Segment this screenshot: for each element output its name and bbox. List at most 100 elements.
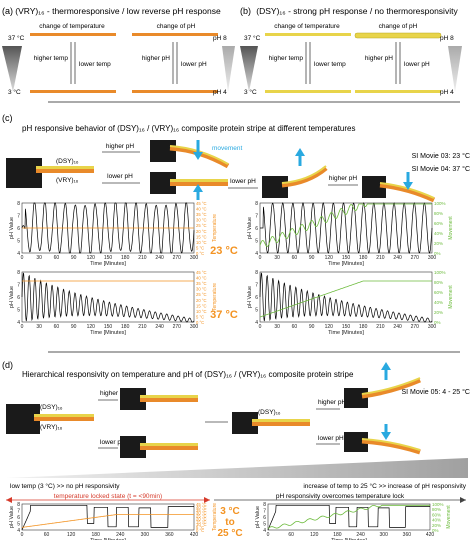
temp-gradient-triangle [240, 46, 258, 92]
temp-tick-label: 45 °C [196, 270, 207, 275]
ph-axis-label: pH Value [255, 506, 261, 528]
x-tick-label: 0 [21, 532, 24, 538]
x-tick-label: 270 [173, 324, 182, 330]
x-tick-label: 270 [411, 324, 420, 330]
x-tick-label: 300 [428, 255, 437, 261]
temp-axis-label: Temperature [212, 503, 218, 531]
x-tick-label: 120 [87, 255, 96, 261]
panel-b: (b) (DSY)₁₆ - strong pH response / no th… [240, 6, 462, 96]
ph-axis-label: pH Value [9, 286, 15, 308]
ph-axis-label: pH Value [247, 217, 253, 239]
movement-tick-label: 20% [432, 523, 441, 528]
vry-stripe-ph4 [132, 90, 218, 93]
ph-tick-label: 5 [263, 522, 266, 528]
temp-tick-label: 25 °C [196, 292, 207, 297]
dsy-layer [36, 166, 94, 169]
x-tick-label: 180 [333, 532, 342, 538]
time-axis-label: Time [Minutes] [328, 330, 364, 336]
ph-tick-label: 4 [255, 320, 258, 326]
movement-up-arrow-icon [381, 362, 391, 370]
movement-tick-label: 100% [432, 502, 444, 507]
temp-tick-label: 30 °C [196, 511, 207, 516]
dsy-stripe-37c [265, 33, 351, 36]
x-tick-label: 0 [259, 255, 262, 261]
ph-tick-label: 6 [263, 515, 266, 521]
movement-tick-label: 20% [434, 310, 443, 315]
panel-b-change-temp: change of temperature [274, 23, 340, 30]
ph-tick-label: 6 [255, 295, 258, 301]
ph-tick-label: 8 [255, 270, 258, 276]
label-dsy: (DSY)₁₆ [40, 404, 63, 411]
x-tick-label: 270 [411, 255, 420, 261]
temp-range-from: 3 °C [220, 506, 240, 517]
temp-tick-label: 40 °C [196, 276, 207, 281]
ph-tick-label: 7 [255, 214, 258, 220]
x-tick-label: 240 [356, 532, 365, 538]
x-tick-label: 0 [21, 255, 24, 261]
straight-stripe [170, 179, 228, 182]
ph-tick-label: 8 [17, 201, 20, 207]
movement-axis-label: Movement [446, 505, 452, 529]
x-tick-label: 300 [428, 324, 437, 330]
curled-stripe [361, 377, 421, 395]
clamp-block [150, 172, 176, 194]
temp-axis-label: Temperature [212, 214, 218, 242]
movement-tick-label: 60% [434, 290, 443, 295]
straight-stripe [252, 421, 310, 426]
movement-tick-label: 60% [432, 512, 441, 517]
temp-tick-label: 15 °C [196, 234, 207, 239]
x-tick-label: 270 [173, 255, 182, 261]
vry-stripe-3c [30, 90, 116, 93]
movement-up-arrow-icon [295, 148, 305, 156]
temp-range-end: 25 °C [217, 528, 242, 539]
arrow-left-icon [6, 497, 12, 503]
straight-stripe [252, 419, 310, 422]
ph-axis-label: pH Value [9, 217, 15, 239]
straight-stripe [170, 181, 228, 186]
c-lower-ph-2: lower pH [230, 178, 256, 185]
ph-tick-label: 4 [17, 320, 20, 326]
ph-series-line [21, 272, 195, 323]
panel-c-title: pH responsive behavior of (DSY)₁₆ / (VRY… [22, 124, 355, 133]
x-tick-label: 240 [155, 324, 164, 330]
ph-tick-label: 5 [255, 239, 258, 245]
arrow-right-icon [204, 497, 210, 503]
x-tick-label: 210 [376, 255, 385, 261]
ph-gradient-triangle [448, 46, 462, 92]
x-tick-label: 300 [190, 324, 199, 330]
x-tick-label: 150 [342, 255, 351, 261]
panel-a-change-ph: change of pH [157, 23, 196, 30]
temp-tick-label: 40 °C [196, 207, 207, 212]
d-lower-ph: lower pH [100, 439, 126, 446]
panel-b-letter: (b) [240, 6, 251, 16]
si-movie-05: SI Movie 05: 4 - 25 °C [401, 388, 470, 396]
x-tick-label: 30 [36, 324, 42, 330]
movement-series-line [259, 203, 432, 247]
temp-tick-label: 35 °C [196, 281, 207, 286]
x-tick-label: 240 [393, 255, 402, 261]
x-tick-label: 180 [92, 532, 101, 538]
dsy-stripe-ph8 [354, 32, 442, 39]
temp-tick-label: 20 °C [196, 516, 207, 521]
temp-tick-label: 40 °C [196, 505, 207, 510]
x-tick-label: 180 [359, 255, 368, 261]
temp-tick-label: 0 °C [196, 320, 204, 325]
x-tick-label: 60 [54, 255, 60, 261]
x-tick-label: 240 [155, 255, 164, 261]
x-tick-label: 60 [288, 532, 294, 538]
movement-tick-label: 20% [434, 241, 443, 246]
c-higher-ph: higher pH [106, 143, 134, 150]
time-axis-label: Time [Minutes] [90, 261, 126, 267]
x-tick-label: 180 [121, 324, 130, 330]
movement-up-arrow-icon [193, 184, 203, 192]
dsy-layer [34, 414, 94, 417]
temp-tick-label: 10 °C [196, 240, 207, 245]
x-tick-label: 210 [376, 324, 385, 330]
ph-tick-label: 5 [255, 308, 258, 314]
temp-tick-label: 10 °C [196, 522, 207, 527]
temp-tick-label: 45 °C [196, 201, 207, 206]
time-axis-label: Time [Minutes] [328, 261, 364, 267]
temp-tick-label: 15 °C [196, 519, 207, 524]
movement-tick-label: 80% [432, 507, 441, 512]
